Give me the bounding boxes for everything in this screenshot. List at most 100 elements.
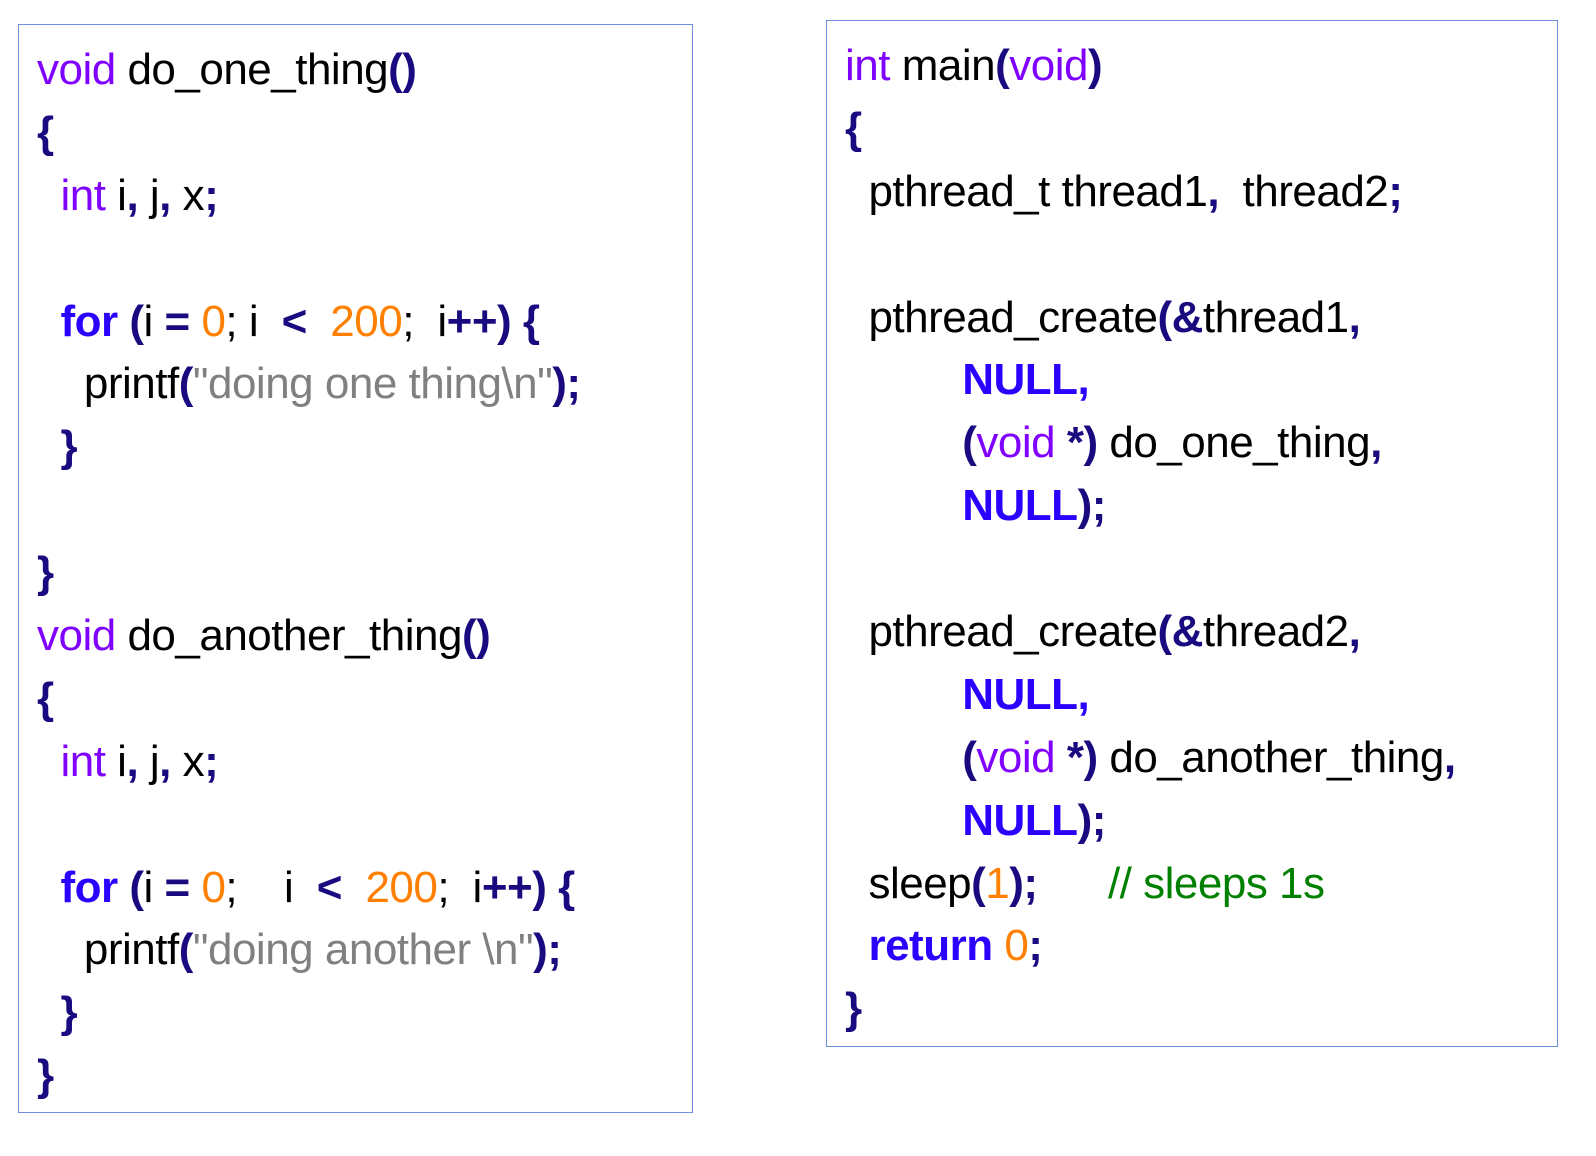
code-token-identifier — [190, 297, 202, 346]
code-token-identifier — [845, 481, 962, 530]
code-line — [845, 538, 1456, 601]
code-token-type: int — [60, 736, 106, 786]
code-token-operator: { — [546, 862, 575, 912]
code-token-operator: ++) — [446, 296, 512, 346]
code-token-keyword: NULL, — [962, 355, 1090, 405]
code-line — [37, 228, 581, 291]
code-line — [845, 224, 1456, 287]
code-line: pthread_create(&thread2, — [845, 601, 1456, 664]
code-line: { — [37, 668, 581, 731]
code-token-keyword: for — [60, 296, 118, 346]
code-token-operator: ( — [962, 418, 977, 468]
code-token-operator: } — [60, 422, 78, 472]
code-token-identifier — [37, 863, 60, 912]
code-token-keyword: NULL — [962, 795, 1078, 845]
code-token-operator: } — [845, 984, 862, 1034]
code-token-keyword: return — [868, 921, 993, 971]
code-token-operator: (& — [1157, 607, 1203, 657]
code-token-identifier: i — [105, 170, 127, 220]
code-token-identifier: thread2 — [1219, 166, 1389, 216]
code-token-operator: ); — [1077, 481, 1107, 531]
code-token-type: int — [845, 41, 890, 90]
code-token-operator: , — [159, 736, 171, 786]
code-token-identifier: x — [170, 170, 205, 220]
code-token-identifier — [845, 418, 962, 467]
code-line: pthread_create(&thread1, — [845, 287, 1456, 350]
code-token-type: void — [1009, 41, 1088, 90]
code-token-operator: ) — [1087, 41, 1103, 90]
code-token-number: 1 — [985, 858, 1010, 908]
code-line: void do_one_thing() — [37, 39, 581, 102]
code-line: int main(void) — [845, 35, 1456, 98]
code-token-identifier — [37, 422, 60, 471]
code-token-identifier: ; i — [225, 296, 282, 346]
code-token-type: void — [976, 732, 1056, 782]
code-token-identifier — [845, 796, 962, 845]
code-token-keyword: NULL, — [962, 669, 1090, 719]
code-token-number: 0 — [201, 862, 226, 912]
code-token-identifier — [845, 733, 962, 782]
code-line: for (i = 0; i < 200; i++) { — [37, 857, 581, 920]
code-token-type: void — [976, 418, 1056, 468]
code-token-operator: () — [388, 45, 417, 94]
code-token-operator: , — [1348, 607, 1361, 657]
code-token-operator: ; — [204, 736, 219, 786]
code-token-identifier: printf — [37, 359, 179, 409]
code-token-identifier — [845, 355, 962, 404]
code-token-keyword: for — [60, 862, 118, 912]
code-line: printf("doing one thing\n"); — [37, 353, 581, 416]
code-line — [37, 794, 581, 857]
code-token-identifier: do_one_thing — [115, 45, 389, 94]
code-line: for (i = 0; i < 200; i++) { — [37, 291, 581, 354]
code-token-identifier: i — [143, 862, 165, 912]
code-line: NULL); — [845, 790, 1456, 853]
code-token-string: "doing another \n" — [192, 925, 534, 975]
code-token-identifier: pthread_t thread1 — [845, 166, 1208, 216]
code-token-operator: < — [316, 862, 343, 912]
code-token-identifier — [190, 863, 202, 912]
code-line: } — [37, 982, 581, 1045]
code-token-identifier — [993, 921, 1005, 970]
code-token-number: 200 — [330, 296, 403, 346]
code-token-identifier — [37, 737, 60, 786]
code-line: int i, j, x; — [37, 165, 581, 228]
code-token-identifier: do_another_thing — [115, 611, 462, 661]
code-line: return 0; — [845, 915, 1456, 978]
code-line: NULL, — [845, 349, 1456, 412]
code-token-operator: { — [37, 107, 54, 157]
code-token-operator: } — [37, 1051, 54, 1101]
code-token-identifier — [845, 921, 868, 970]
code-token-identifier: do_another_thing — [1097, 732, 1444, 782]
code-token-identifier: main — [889, 41, 996, 90]
code-token-type: void — [37, 45, 116, 94]
code-line: pthread_t thread1, thread2; — [845, 161, 1456, 224]
code-line: NULL, — [845, 664, 1456, 727]
code-line: (void *) do_one_thing, — [845, 412, 1456, 475]
code-token-identifier: ; i — [437, 862, 482, 912]
code-token-operator: () — [461, 611, 491, 661]
code-token-identifier — [845, 670, 962, 719]
code-token-operator: ( — [117, 862, 144, 912]
code-line: { — [37, 102, 581, 165]
code-line: { — [845, 98, 1456, 161]
code-token-string: "doing one thing\n" — [192, 359, 553, 409]
code-token-operator: , — [159, 170, 171, 220]
code-line: NULL); — [845, 475, 1456, 538]
code-token-operator: , — [126, 170, 139, 220]
code-token-identifier — [37, 988, 60, 1037]
code-token-operator: { — [511, 296, 540, 346]
code-token-operator: , — [1370, 418, 1382, 468]
code-token-operator: *) — [1055, 418, 1098, 468]
code-token-operator: { — [845, 103, 862, 153]
code-token-operator: ; — [1388, 166, 1403, 216]
code-token-identifier: thread2 — [1202, 607, 1349, 657]
code-token-identifier: pthread_create — [845, 607, 1158, 657]
code-line: } — [37, 542, 581, 605]
code-token-identifier: x — [170, 736, 205, 786]
code-token-operator: ( — [995, 41, 1010, 90]
code-token-operator: ; — [204, 170, 219, 220]
code-token-identifier — [1038, 859, 1108, 908]
code-token-operator: } — [60, 988, 78, 1038]
code-line: (void *) do_another_thing, — [845, 727, 1456, 790]
code-line: } — [37, 1045, 581, 1108]
